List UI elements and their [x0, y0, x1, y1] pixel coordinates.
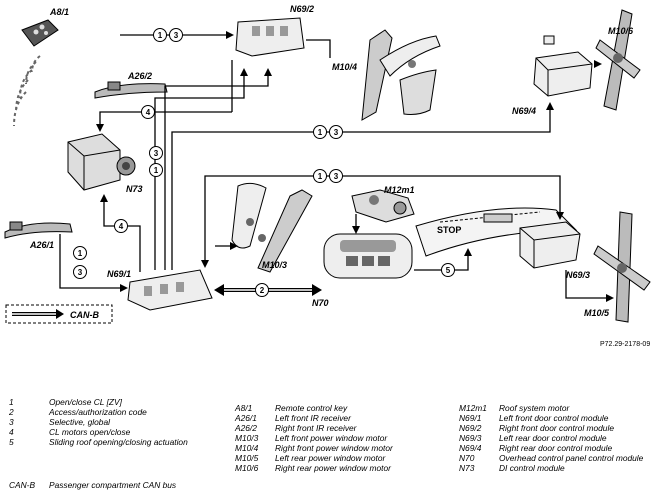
ir-receiver-right-icon [94, 81, 168, 99]
tag-1-top: 1 [153, 28, 167, 42]
svg-text:1: 1 [158, 31, 163, 40]
svg-text:4: 4 [146, 108, 151, 117]
sliding-roof-icon [415, 207, 578, 257]
svg-text:1: 1 [154, 166, 159, 175]
tag-1-right: 1 [313, 125, 327, 139]
svg-text:1: 1 [78, 249, 83, 258]
tag-5-roof: 5 [441, 263, 455, 277]
label-m10-4: M10/4 [332, 62, 357, 72]
svg-text:1: 1 [318, 128, 323, 137]
tag-3-mid: 3 [329, 169, 343, 183]
label-n69-4: N69/4 [512, 106, 536, 116]
svg-text:3: 3 [154, 149, 159, 158]
svg-text:4: 4 [119, 222, 124, 231]
tag-2-can: 2 [255, 283, 269, 297]
connections [59, 31, 614, 302]
right-rear-door-module-icon [533, 35, 593, 97]
label-m10-3: M10/3 [262, 260, 287, 270]
can-b-legend-box [5, 304, 113, 324]
label-n70: N70 [312, 298, 329, 308]
label-n69-3: N69/3 [566, 270, 590, 280]
tag-1-vertical: 1 [149, 163, 163, 177]
label-stop: STOP [437, 225, 461, 235]
tag-4-mid: 4 [114, 219, 128, 233]
svg-text:3: 3 [334, 128, 339, 137]
tag-3-right: 3 [329, 125, 343, 139]
right-rear-window-motor-icon [595, 9, 641, 111]
tag-3-top: 3 [169, 28, 183, 42]
right-front-door-module-icon [235, 17, 305, 57]
left-rear-door-module-icon [519, 221, 581, 269]
tag-1-left: 1 [73, 246, 87, 260]
circle-tags: 1 3 4 1 3 3 1 1 3 4 1 3 2 5 [73, 28, 455, 297]
left-front-window-motor-icon [231, 182, 313, 273]
remote-key-icon [13, 19, 59, 127]
label-a26-1: A26/1 [29, 240, 54, 250]
tag-4-top: 4 [141, 105, 155, 119]
left-rear-window-motor-icon [593, 211, 651, 323]
label-n73: N73 [126, 184, 143, 194]
svg-text:2: 2 [260, 286, 265, 295]
label-n69-1: N69/1 [107, 269, 131, 279]
figure-number: P72.29-2178-09 [600, 341, 650, 348]
tag-3-left: 3 [73, 265, 87, 279]
cl-system-diagram: A8/1 A26/2 A26/1 N73 N69/2 M10/4 [4, 4, 651, 348]
label-a8-1: A8/1 [49, 7, 69, 17]
tag-3-vertical: 3 [149, 146, 163, 160]
label-m10-5: M10/5 [584, 308, 610, 318]
label-n69-2: N69/2 [290, 4, 314, 14]
svg-text:1: 1 [318, 172, 323, 181]
tag-1-mid: 1 [313, 169, 327, 183]
label-a26-2: A26/2 [127, 71, 152, 81]
svg-text:5: 5 [446, 266, 451, 275]
di-control-module-icon [67, 133, 136, 191]
label-m12m1: M12m1 [384, 185, 415, 195]
label-m10-6: M10/6 [608, 26, 634, 36]
right-front-window-motor-icon [361, 29, 441, 121]
svg-text:3: 3 [334, 172, 339, 181]
label-can-b: CAN-B [70, 310, 99, 320]
svg-text:3: 3 [78, 268, 83, 277]
ir-receiver-left-icon [4, 221, 73, 239]
svg-text:3: 3 [174, 31, 179, 40]
left-front-door-module-icon [127, 269, 213, 311]
overhead-control-panel-icon [323, 233, 413, 279]
roof-system-motor-icon [351, 189, 415, 223]
